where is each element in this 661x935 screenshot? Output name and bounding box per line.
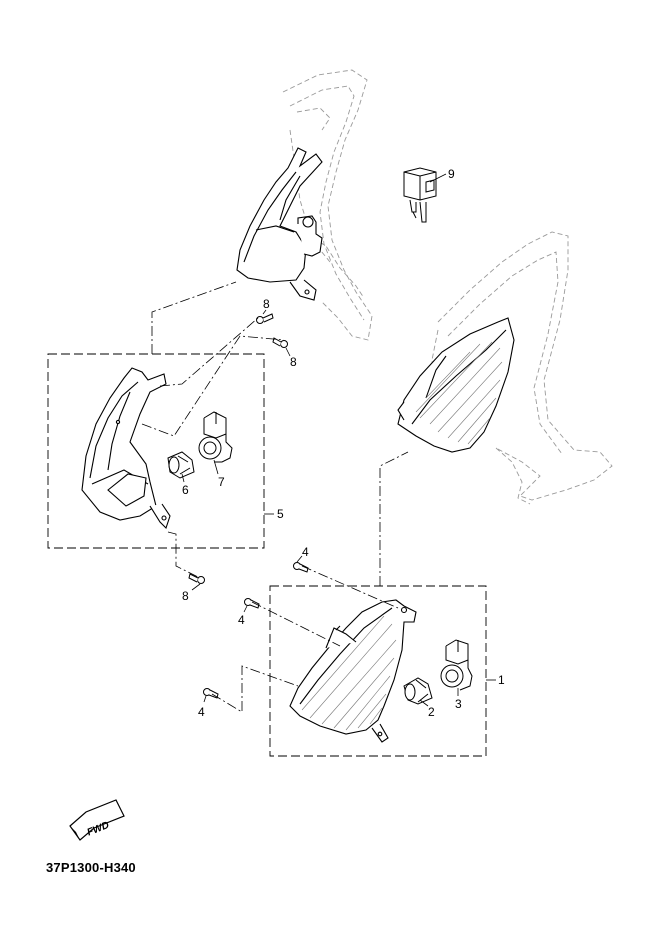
callout-6: 6 [182,483,189,497]
callout-3: 3 [455,697,462,711]
callout-labels: 1 2 3 4 4 4 5 6 7 8 8 8 9 [182,167,505,719]
rear-lens-part-5 [81,367,171,530]
screw-part-8-lower [188,573,205,584]
callout-7: 7 [218,475,225,489]
callout-5: 5 [277,507,284,521]
callout-9: 9 [448,167,455,181]
callout-leaders [181,173,496,707]
callout-4b: 4 [238,613,245,627]
callout-4a: 4 [302,545,309,559]
relay-part-9 [403,167,437,223]
bulb-part-6 [167,451,195,479]
callout-8a: 8 [263,297,270,311]
fwd-arrow-icon: FWD [69,799,125,841]
callout-1: 1 [498,673,505,687]
callout-8c: 8 [182,589,189,603]
callout-8b: 8 [290,355,297,369]
assembly-box-part-5 [47,353,265,549]
screw-part-8-upper [256,313,274,324]
diagram-code: 37P1300-H340 [46,860,136,875]
socket-part-7 [198,411,233,463]
assembly-leader-lines [141,281,409,713]
rear-lens-installed [236,147,323,301]
front-lens-installed [397,317,515,453]
upper-body-panel-outline [282,69,373,341]
screw-part-4-upper [293,562,309,573]
callout-4c: 4 [198,705,205,719]
front-lens-part-1-hatching [301,615,397,731]
assembly-box-part-1 [269,585,487,757]
front-lens-part-1 [289,599,417,743]
bulb-part-2 [403,677,433,705]
front-lens-installed-hatching [415,341,503,445]
callout-2: 2 [428,705,435,719]
socket-part-3 [440,639,473,691]
screw-part-8-middle [272,337,288,348]
